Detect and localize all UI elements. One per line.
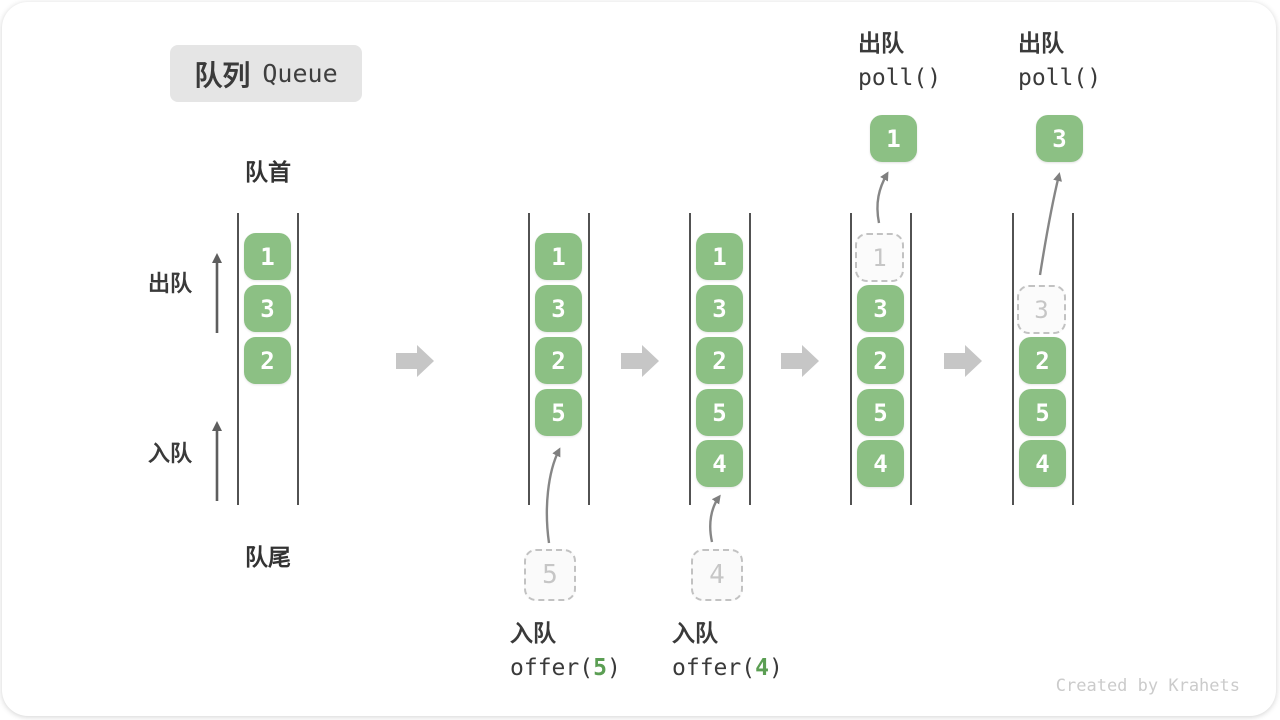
channel-wall (588, 213, 590, 505)
queue-item: 5 (696, 389, 743, 436)
code-arg: 4 (755, 655, 769, 681)
queue-item: 2 (1019, 337, 1066, 384)
dequeue1-name: 出队 (858, 30, 904, 56)
queue-rear-label: 队尾 (245, 544, 291, 570)
queue-state-5: 3 2 5 4 (1012, 213, 1074, 505)
queue-item: 2 (857, 337, 904, 384)
queue-item: 1 (244, 233, 291, 280)
queue-item: 3 (857, 285, 904, 332)
channel-wall (1072, 213, 1074, 505)
queue-state-2: 1 3 2 5 (528, 213, 590, 505)
queue-item: 5 (535, 389, 582, 436)
dequeue1-code: poll() (858, 65, 942, 91)
channel-wall (1012, 213, 1014, 505)
code-arg: 5 (593, 655, 607, 681)
dequeue2-code: poll() (1018, 65, 1102, 91)
queue-item: 2 (244, 337, 291, 384)
queue-item: 4 (857, 440, 904, 487)
enqueue5-operation: 入队 offer(5) (510, 616, 621, 686)
dequeue2-name: 出队 (1018, 30, 1064, 56)
code-suffix: ) (768, 655, 783, 681)
channel-wall (910, 213, 912, 505)
dequeue1-operation: 出队 poll() (858, 26, 941, 96)
code-suffix: ) (606, 655, 621, 681)
incoming-item-ghost: 5 (524, 549, 576, 601)
popped-item: 1 (870, 115, 917, 162)
queue-item: 2 (696, 337, 743, 384)
queue-item: 3 (696, 285, 743, 332)
queue-item: 4 (696, 440, 743, 487)
queue-item: 4 (1019, 440, 1066, 487)
channel-wall (689, 213, 691, 505)
incoming-item-ghost: 4 (691, 549, 743, 601)
dequeue2-operation: 出队 poll() (1018, 26, 1101, 96)
removed-item-ghost: 3 (1017, 285, 1066, 334)
queue-item: 1 (696, 233, 743, 280)
channel-wall (749, 213, 751, 505)
channel-wall (297, 213, 299, 505)
popped-item: 3 (1036, 115, 1083, 162)
title-box: 队列 Queue (170, 45, 362, 102)
enqueue4-code: offer(4) (672, 651, 783, 686)
enqueue5-name: 入队 (510, 620, 556, 646)
queue-item: 2 (535, 337, 582, 384)
queue-state-1: 1 3 2 (237, 213, 299, 505)
removed-item-ghost: 1 (855, 233, 904, 282)
queue-item: 3 (535, 285, 582, 332)
queue-state-3: 1 3 2 5 4 (689, 213, 751, 505)
code-prefix: offer( (510, 655, 594, 681)
channel-wall (528, 213, 530, 505)
code-prefix: offer( (672, 655, 756, 681)
queue-state-4: 1 3 2 5 4 (850, 213, 912, 505)
queue-item: 3 (244, 285, 291, 332)
queue-item: 1 (535, 233, 582, 280)
enqueue4-name: 入队 (672, 620, 718, 646)
enqueue4-operation: 入队 offer(4) (672, 616, 783, 686)
queue-front-label: 队首 (245, 159, 291, 185)
enqueue5-code: offer(5) (510, 651, 621, 686)
title-english: Queue (262, 59, 338, 88)
dequeue-side-label: 出队 (148, 271, 193, 296)
enqueue-side-label: 入队 (148, 441, 193, 466)
channel-wall (850, 213, 852, 505)
queue-item: 5 (1019, 389, 1066, 436)
channel-wall (237, 213, 239, 505)
title-chinese: 队列 (194, 59, 251, 91)
watermark: Created by Krahets (1055, 676, 1240, 696)
queue-item: 5 (857, 389, 904, 436)
